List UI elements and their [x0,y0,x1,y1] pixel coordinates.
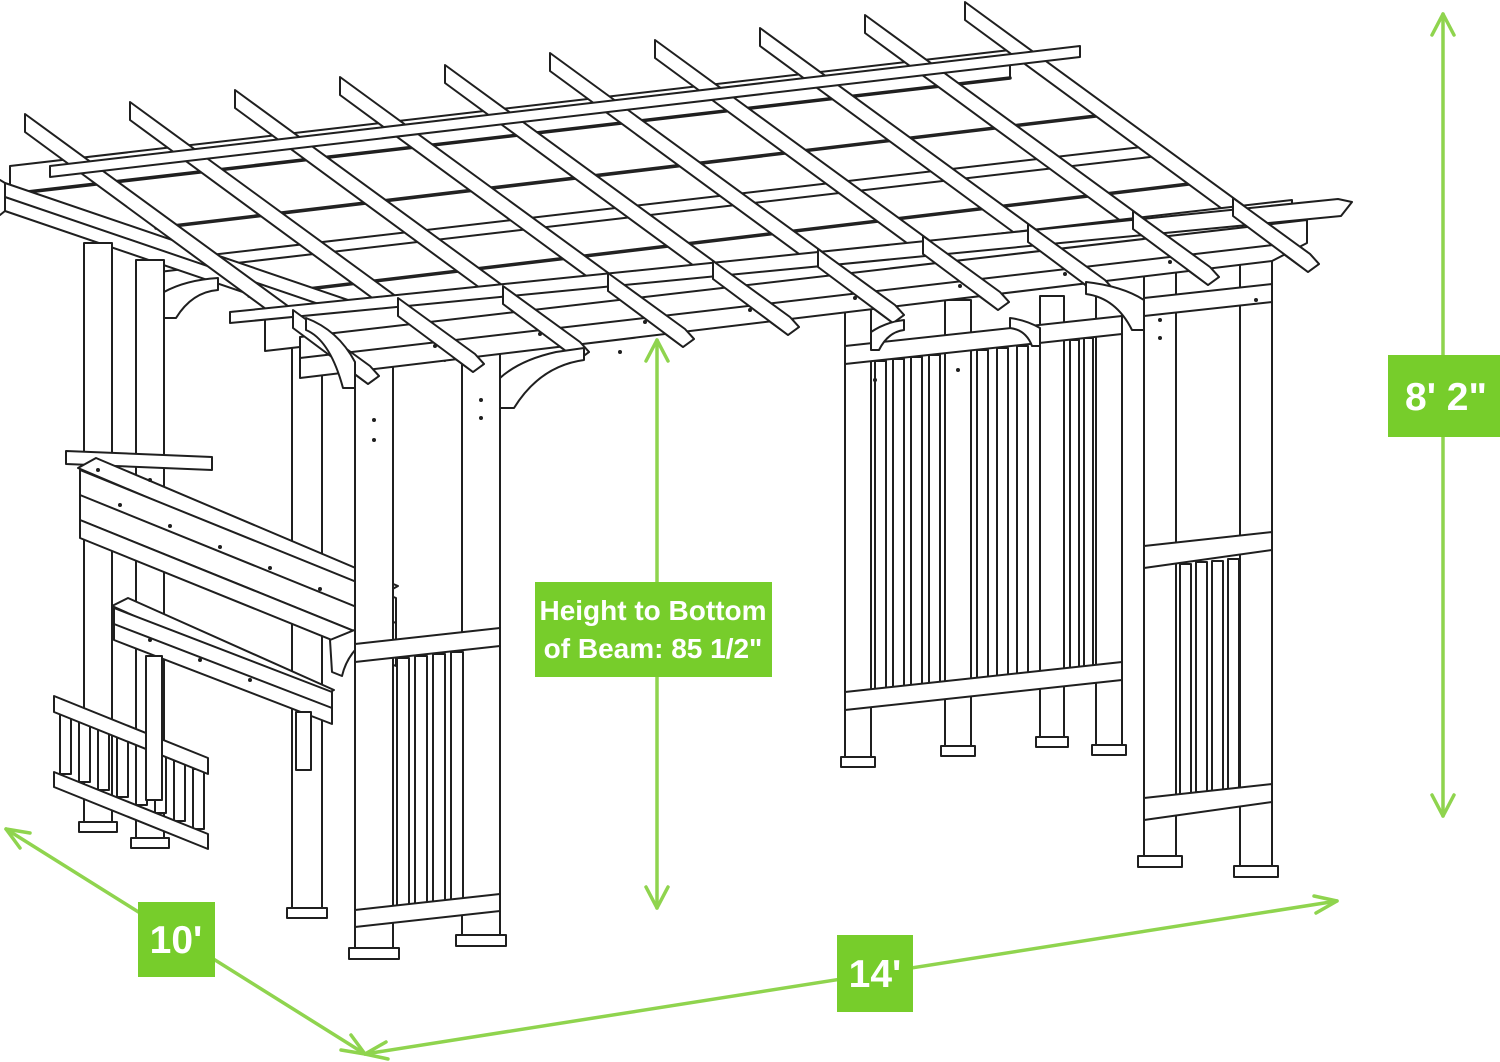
beam-height-label: Height to Bottom of Beam: 85 1/2" [535,582,772,677]
beam-height-label-line1: Height to Bottom [539,595,766,626]
bar-counter [77,457,399,801]
rear-purlin [49,45,1081,178]
front-right-posts [1137,259,1279,878]
rear-middle-posts [840,295,1127,768]
left-low-slat-fence [53,695,209,850]
front-left-posts [348,351,507,960]
depth-label: 10' [138,902,215,977]
beam-height-label-line2: of Beam: 85 1/2" [544,633,763,664]
dimension-labels: Height to Bottom of Beam: 85 1/2" 8' 2" … [138,355,1500,1012]
width-label-text: 14' [849,953,902,996]
depth-label-text: 10' [150,919,203,962]
front-right-slat-panel [1143,283,1273,821]
front-left-slat-panel [354,627,501,928]
knee-braces [163,277,1145,409]
width-label: 14' [837,935,913,1012]
bar-bolts [118,503,322,682]
post-bolts [96,298,1258,482]
pergola-drawing [0,1,1353,960]
overall-height-label: 8' 2" [1388,355,1500,437]
rear-middle-slat-panels [844,315,1123,711]
overall-height-label-text: 8' 2" [1405,376,1487,419]
front-left-inner-post-pad [286,907,328,919]
